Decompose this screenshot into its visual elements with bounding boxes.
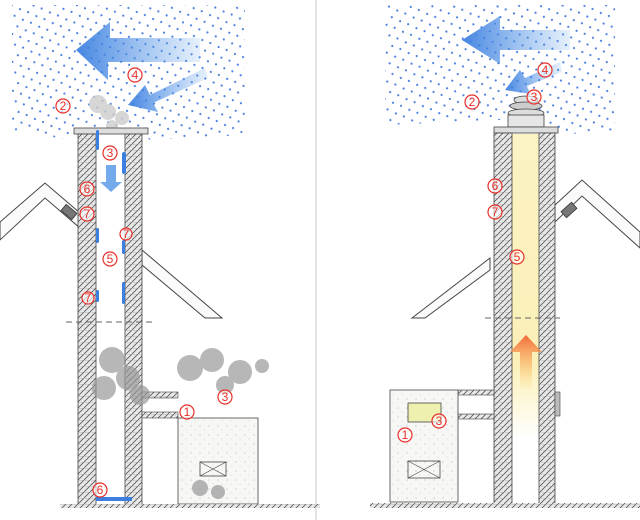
label-7: 7: [119, 227, 133, 241]
downdraft-arrow-icon: [128, 68, 208, 112]
left-panel-poor-draft: 4 2 3 6 7 7 5 7 1 3 6: [0, 5, 320, 508]
svg-text:3: 3: [107, 146, 114, 160]
svg-text:2: 2: [469, 95, 476, 109]
svg-text:7: 7: [492, 205, 499, 219]
svg-text:5: 5: [514, 250, 521, 264]
svg-text:6: 6: [492, 179, 499, 193]
label-7: 7: [81, 291, 95, 305]
svg-text:4: 4: [542, 63, 549, 77]
flue-pipe-top: [457, 389, 495, 396]
label-1: 1: [179, 404, 195, 420]
updraft-arrow-icon: [510, 335, 542, 392]
floor: [370, 503, 640, 508]
right-panel-good-draft: 4 2 3 6 7 5 1 3: [370, 5, 640, 508]
svg-text:7: 7: [85, 291, 92, 305]
svg-text:3: 3: [436, 414, 443, 428]
roof: [0, 182, 224, 319]
label-3: 3: [102, 145, 118, 161]
label-5: 5: [102, 251, 118, 267]
svg-text:5: 5: [107, 252, 114, 266]
chimney-wall-right: [124, 133, 143, 507]
label-6: 6: [79, 181, 95, 197]
svg-text:7: 7: [123, 227, 130, 241]
label-4: 4: [127, 67, 143, 83]
svg-text:1: 1: [184, 405, 191, 419]
condensation-marks: [96, 130, 132, 501]
label-3: 3: [526, 89, 542, 105]
svg-text:6: 6: [84, 182, 91, 196]
label-6: 6: [487, 178, 503, 194]
label-3: 3: [431, 413, 447, 429]
flue-pipe-bottom: [141, 411, 179, 419]
svg-text:3: 3: [531, 90, 538, 104]
svg-text:3: 3: [222, 390, 229, 404]
chimney-cowl: [493, 95, 559, 134]
stove-smoke: [92, 347, 269, 499]
cleanout-door: [554, 391, 561, 417]
svg-text:4: 4: [132, 68, 139, 82]
chimney-wall-right: [538, 132, 556, 507]
wind-arrow-icon: [76, 22, 200, 80]
svg-text:6: 6: [97, 483, 104, 497]
flue-pipe-bottom: [457, 413, 495, 420]
ash-door: [199, 461, 227, 477]
svg-text:2: 2: [60, 99, 67, 113]
label-6: 6: [92, 482, 108, 498]
label-7: 7: [487, 204, 503, 220]
wind-arrow-icon: [462, 16, 570, 64]
label-2: 2: [464, 94, 480, 110]
label-2: 2: [55, 98, 71, 114]
warm-flue: [512, 134, 539, 440]
label-1: 1: [397, 427, 413, 443]
label-7: 7: [79, 206, 95, 222]
label-5: 5: [509, 249, 525, 265]
svg-text:7: 7: [84, 207, 91, 221]
ash-door: [407, 460, 441, 479]
chimney-cap: [73, 127, 149, 135]
label-3: 3: [217, 389, 233, 405]
svg-text:1: 1: [402, 428, 409, 442]
roof: [410, 179, 640, 319]
label-4: 4: [537, 62, 553, 78]
down-arrow-icon: [100, 165, 122, 192]
floor: [60, 504, 320, 508]
